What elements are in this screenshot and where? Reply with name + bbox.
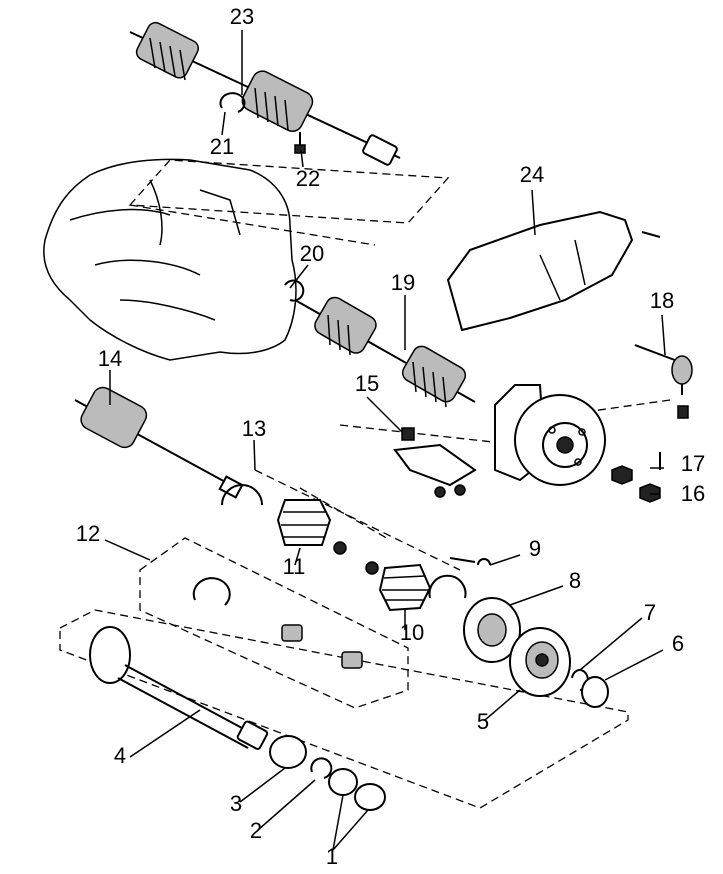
- nut-16: [639, 483, 661, 503]
- transaxle-case: [43, 158, 297, 361]
- group-12-outline: [139, 537, 409, 709]
- group-13-leader-b: [299, 487, 391, 541]
- label-21: 21: [210, 134, 234, 159]
- label-14: 14: [98, 346, 122, 371]
- label-3: 3: [230, 791, 242, 816]
- label-6: 6: [672, 631, 684, 656]
- label-10: 10: [400, 620, 424, 645]
- ring-2: [310, 757, 333, 779]
- drive-shaft-23: [129, 21, 401, 166]
- bolt-9: [449, 557, 491, 566]
- drive-shaft-14: [74, 386, 244, 499]
- tie-rod-end-18: [634, 344, 693, 419]
- collar-12b: [341, 651, 363, 669]
- clamp-13b: [428, 574, 467, 599]
- label-12: 12: [76, 521, 100, 546]
- label-13: 13: [242, 416, 266, 441]
- label-8: 8: [569, 568, 581, 593]
- label-17: 17: [681, 451, 705, 476]
- nut-left-16: [611, 465, 633, 485]
- seal-1b: [354, 783, 386, 811]
- clamp-13a: [221, 484, 263, 506]
- retainer-6: [581, 676, 609, 708]
- joint-5: [509, 627, 571, 697]
- label-1: 1: [326, 844, 338, 869]
- label-5: 5: [477, 709, 489, 734]
- bolt-22: [294, 132, 306, 154]
- label-23: 23: [230, 4, 254, 29]
- label-2: 2: [250, 818, 262, 843]
- dust-shield-24: [446, 210, 661, 332]
- group-23-outline: [128, 159, 450, 224]
- seal-1a: [328, 768, 358, 796]
- label-19: 19: [391, 270, 415, 295]
- label-11: 11: [283, 554, 306, 579]
- label-9: 9: [529, 536, 541, 561]
- boot-11: [276, 499, 347, 555]
- drive-shaft-19: [294, 296, 476, 408]
- part-labels: 23 21 22 24 20 19 18 14 15 13 17 16 12 1…: [76, 4, 705, 869]
- boot-10: [365, 561, 432, 612]
- knuckle-hub-assembly: [494, 384, 606, 486]
- label-22: 22: [296, 166, 320, 191]
- group-19-leader: [339, 424, 521, 446]
- label-20: 20: [300, 241, 324, 266]
- group-4-outline: [59, 609, 629, 809]
- group-16-leader: [584, 399, 671, 413]
- label-4: 4: [114, 743, 126, 768]
- leader-lines: [104, 30, 666, 851]
- snap-ring-21: [219, 92, 246, 113]
- group-23-leader: [129, 204, 376, 246]
- ring-12: [192, 577, 231, 606]
- collar-12a: [281, 624, 303, 642]
- label-7: 7: [644, 600, 656, 625]
- bracket-15: [393, 427, 477, 498]
- axle-shaft-4: [89, 626, 269, 750]
- flange-8: [463, 597, 521, 663]
- label-24: 24: [520, 162, 544, 187]
- label-15: 15: [355, 371, 379, 396]
- label-16: 16: [681, 481, 705, 506]
- bearing-3: [269, 735, 307, 769]
- label-18: 18: [650, 288, 674, 313]
